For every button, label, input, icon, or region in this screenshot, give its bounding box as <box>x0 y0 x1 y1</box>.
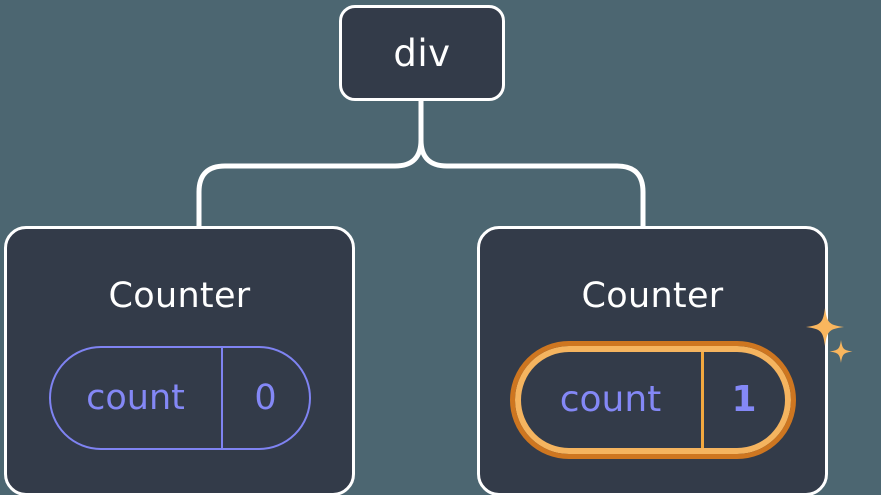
state-pill[interactable]: count 0 <box>48 346 311 450</box>
sparkle-large-icon <box>805 308 844 346</box>
state-value: 0 <box>254 377 277 418</box>
node-title: Counter <box>581 276 724 316</box>
connector-to-left-child <box>196 98 424 229</box>
node-counter-right[interactable]: Counter count 1 <box>477 226 852 495</box>
state-pill-wrapper: count 0 <box>48 346 311 450</box>
node-root-div[interactable]: div <box>339 5 505 101</box>
state-pill-wrapper: count 1 <box>509 308 852 459</box>
node-root-label: div <box>393 31 451 75</box>
state-pill-highlighted[interactable]: count 1 <box>509 341 796 459</box>
sparkle-small-icon <box>829 340 852 363</box>
connector-to-right-child <box>418 98 646 229</box>
state-value: 1 <box>731 379 757 420</box>
state-key: count <box>51 348 223 448</box>
sparkles-group <box>805 308 852 363</box>
node-counter-left[interactable]: Counter count 0 <box>4 226 355 495</box>
node-title: Counter <box>108 276 251 316</box>
state-key: count <box>521 352 704 448</box>
